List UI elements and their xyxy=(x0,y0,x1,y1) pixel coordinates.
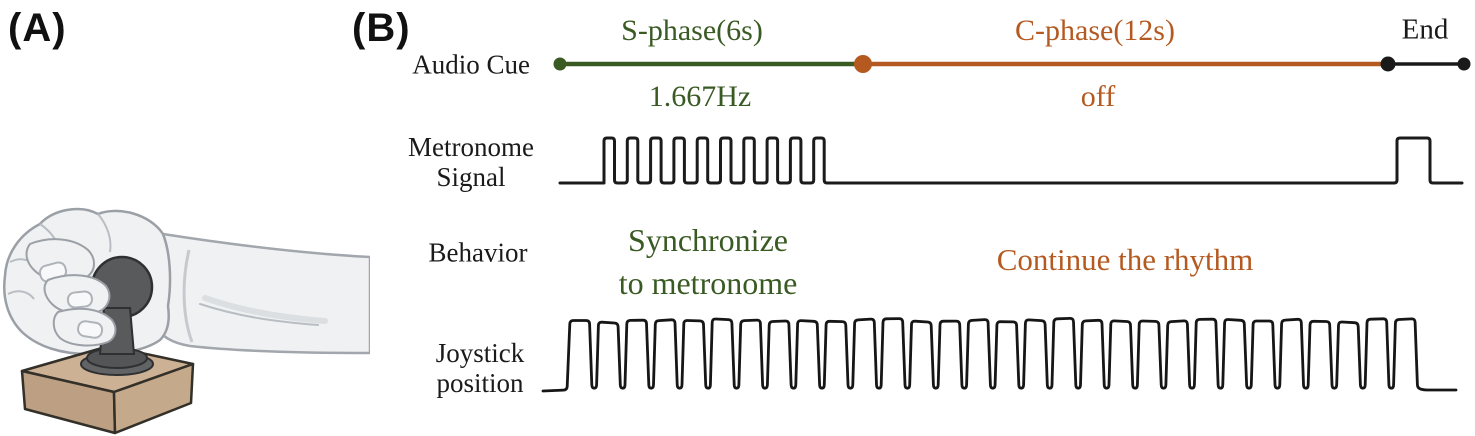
c-phase-start-dot xyxy=(854,55,872,73)
s-phase-label: S-phase(6s) xyxy=(621,14,763,47)
c-phase-label: C-phase(12s) xyxy=(1015,14,1175,47)
joystick-row-label-line1: Joystick xyxy=(435,338,525,368)
metronome-row-label: Metronome Signal xyxy=(408,132,534,192)
behavior-s-phase-text-line2: to metronome xyxy=(618,265,798,301)
joystick-row-label-line2: position xyxy=(436,368,524,398)
hand-joystick-illustration xyxy=(3,207,370,435)
joystick-row-label: Joystick position xyxy=(436,338,525,398)
s-phase-start-dot xyxy=(553,57,567,71)
behavior-c-phase-text: Continue the rhythm xyxy=(996,242,1254,277)
end-final-dot xyxy=(1457,57,1471,71)
metronome-signal-wave xyxy=(558,136,1464,185)
panel-a-label: (A) xyxy=(8,6,67,50)
joystick-base-box xyxy=(20,344,195,435)
panel-b-label: (B) xyxy=(352,6,411,50)
audio-cue-row-label: Audio Cue xyxy=(412,49,530,80)
metronome-row-label-line2: Signal xyxy=(436,162,506,192)
joystick-position-wave xyxy=(541,317,1458,393)
end-label: End xyxy=(1401,13,1449,46)
c-phase-off-label: off xyxy=(1080,80,1116,113)
metronome-row-label-line1: Metronome xyxy=(408,132,534,162)
end-start-dot xyxy=(1380,56,1396,72)
behavior-s-phase-text-line1: Synchronize xyxy=(628,222,788,258)
behavior-s-phase-text: Synchronize to metronome xyxy=(619,219,798,305)
behavior-row-label: Behavior xyxy=(428,237,528,268)
fingers-graphic xyxy=(25,238,117,347)
s-phase-frequency-label: 1.667Hz xyxy=(648,80,752,113)
joystick-stem xyxy=(80,307,154,376)
